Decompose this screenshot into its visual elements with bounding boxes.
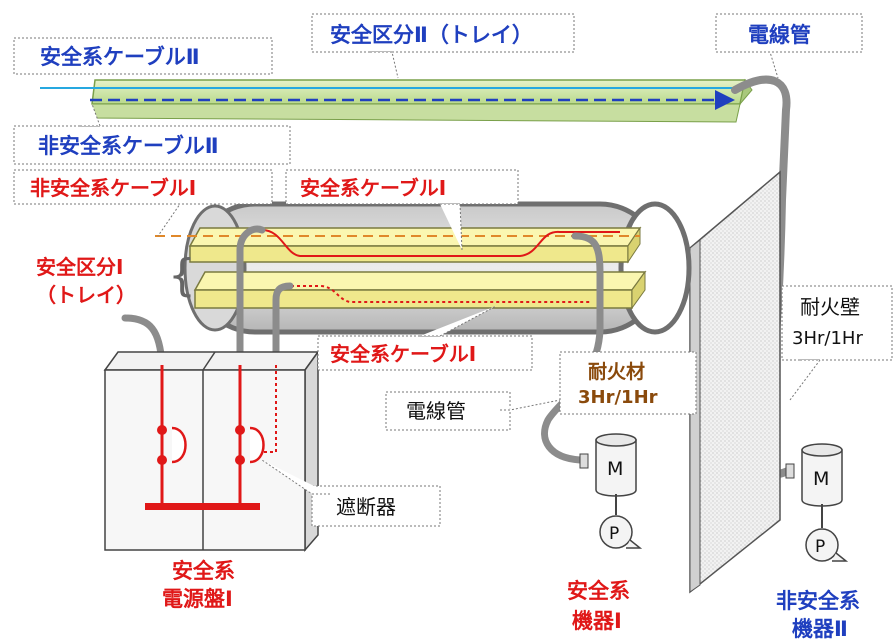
label-conduit-top: 電線管: [748, 23, 811, 47]
callout-pointers: [80, 51, 821, 495]
label-breaker: 遮断器: [336, 495, 396, 519]
callout-fire-material: [559, 351, 697, 415]
callout-conduit-mid: [385, 391, 511, 431]
label-safety-cable-1-top: 安全系ケーブルⅠ: [300, 176, 446, 200]
motor-2-letter: M: [813, 468, 829, 490]
label-equip1-line1: 安全系: [567, 579, 630, 603]
fire-barrier-enclosure: [183, 201, 692, 335]
callout-safety-cable-1-bottom: [317, 335, 533, 371]
label-safety-division-1-line1: 安全区分Ⅰ: [36, 255, 123, 279]
label-non-safety-cable-2: 非安全系ケーブルⅡ: [38, 134, 219, 158]
label-fire-wall-line2: 3Hr/1Hr: [792, 328, 863, 349]
pump-2-letter: P: [815, 537, 825, 557]
label-safety-division-2: 安全区分Ⅱ（トレイ）: [330, 23, 533, 47]
label-safety-division-1-line2: （トレイ）: [36, 283, 136, 307]
equipment-1: [579, 433, 643, 549]
pump-1-letter: P: [609, 524, 619, 544]
callouts: [13, 13, 893, 527]
callout-breaker: [311, 485, 441, 527]
conduit-panel-3: [272, 282, 294, 369]
label-fire-material-line2: 3Hr/1Hr: [578, 387, 658, 408]
callout-fire-wall: [781, 285, 893, 361]
fire-wall: [689, 170, 781, 594]
equipment-2: [785, 443, 849, 562]
callout-safety-division-2: [311, 13, 575, 53]
label-safety-cable-2: 安全系ケーブルⅡ: [40, 45, 200, 69]
power-panel: [103, 349, 320, 553]
label-fire-material-line1: 耐火材: [588, 360, 645, 383]
safety-division-1-tray-lower: [193, 270, 647, 310]
label-safety-cable-1-bottom: 安全系ケーブルⅠ: [330, 342, 476, 366]
label-equip2-line2: 機器Ⅱ: [792, 617, 848, 641]
callout-non-safety-cable-2: [13, 125, 291, 165]
conduit-panel-2: [236, 225, 266, 369]
label-fire-wall-line1: 耐火壁: [800, 295, 860, 319]
callout-non-safety-cable-1: [13, 169, 273, 205]
division-1-brace: {: [168, 250, 196, 301]
label-panel-line1: 安全系: [172, 559, 235, 583]
label-panel-line2: 電源盤Ⅰ: [162, 587, 233, 611]
label-non-safety-cable-1: 非安全系ケーブルⅠ: [30, 176, 196, 200]
label-equip1-line2: 機器Ⅰ: [572, 609, 622, 633]
safety-cable-1-upper-line: [261, 229, 620, 257]
motor-1-letter: M: [607, 458, 623, 480]
label-equip2-line1: 非安全系: [776, 589, 860, 613]
label-conduit-mid: 電線管: [406, 399, 466, 423]
callout-conduit-top: [715, 13, 863, 53]
callout-safety-cable-2: [13, 37, 273, 75]
callout-safety-cable-1-top: [285, 169, 519, 205]
